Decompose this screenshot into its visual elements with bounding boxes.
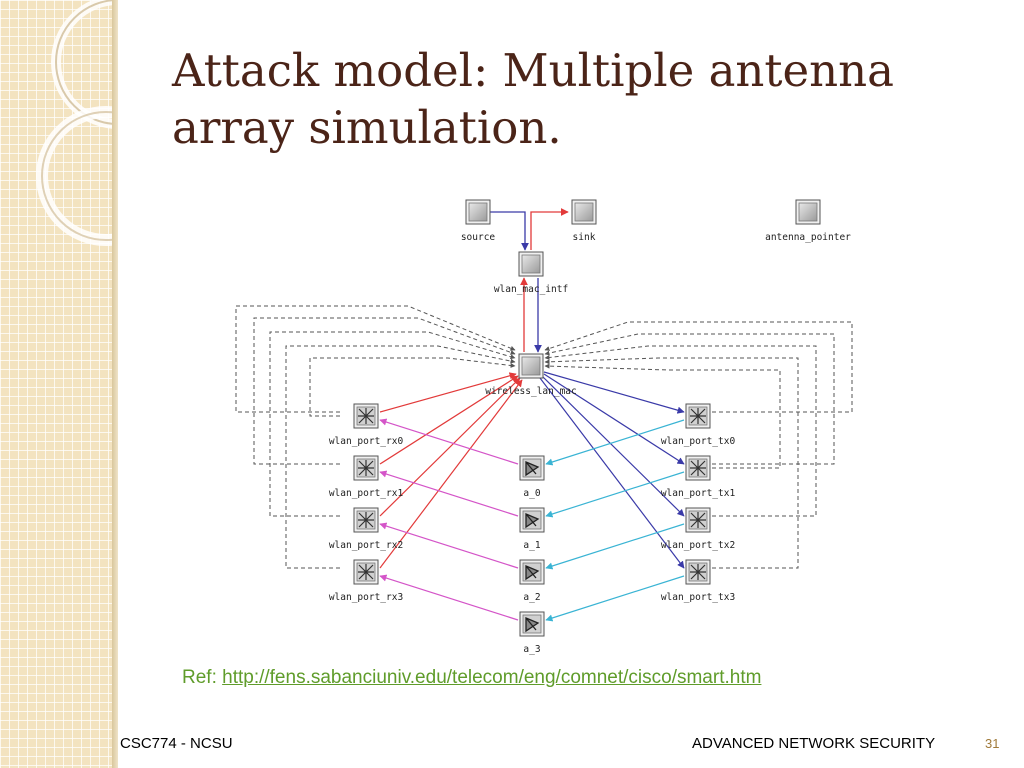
- footer-course: CSC774 - NCSU: [120, 735, 233, 752]
- tx-to-antenna-links: [545, 419, 685, 622]
- node-wlan-port-rx1: wlan_port_rx1: [329, 455, 404, 499]
- svg-text:source: source: [461, 232, 496, 243]
- svg-text:wlan_port_rx3: wlan_port_rx3: [329, 592, 403, 603]
- svg-text:wlan_port_tx1: wlan_port_tx1: [661, 488, 736, 499]
- node-wlan-mac-intf: wlan_mac_intf: [494, 251, 568, 295]
- node-antenna-a2: a_2: [519, 559, 545, 603]
- decorative-sidebar: [0, 0, 112, 768]
- reference-line: Ref: http://fens.sabanciuniv.edu/telecom…: [182, 667, 761, 689]
- slide-title-line-2: array simulation.: [172, 101, 562, 154]
- slide-title: Attack model: Multiple antenna array sim…: [172, 42, 972, 156]
- slide-number: 31: [985, 736, 1000, 751]
- svg-text:wlan_port_rx2: wlan_port_rx2: [329, 540, 403, 551]
- svg-text:wireless_lan_mac: wireless_lan_mac: [485, 386, 577, 397]
- node-wlan-port-tx2: wlan_port_tx2: [661, 507, 735, 551]
- rx-to-mac-links: [379, 372, 523, 569]
- node-antenna-a1: a_1: [519, 507, 545, 551]
- svg-text:antenna_pointer: antenna_pointer: [765, 232, 851, 243]
- stat-wires-left: [235, 305, 516, 569]
- node-wlan-port-rx3: wlan_port_rx3: [329, 559, 403, 603]
- node-antenna-a0: a_0: [519, 455, 545, 499]
- footer-course-title: ADVANCED NETWORK SECURITY: [692, 735, 936, 752]
- node-source: source: [461, 199, 496, 243]
- node-antenna-a3: a_3: [519, 611, 545, 655]
- svg-text:wlan_port_tx0: wlan_port_tx0: [661, 436, 736, 447]
- node-wireless-lan-mac: wireless_lan_mac: [485, 353, 577, 397]
- node-sink: sink: [571, 199, 597, 243]
- svg-text:a_0: a_0: [523, 488, 540, 499]
- svg-text:sink: sink: [573, 232, 596, 243]
- top-links: [490, 208, 569, 353]
- stat-wires-right: [544, 321, 853, 569]
- svg-text:a_2: a_2: [523, 592, 540, 603]
- svg-text:a_1: a_1: [523, 540, 540, 551]
- node-wlan-port-rx0: wlan_port_rx0: [329, 403, 404, 447]
- reference-link[interactable]: http://fens.sabanciuniv.edu/telecom/eng/…: [222, 667, 762, 688]
- node-wlan-port-tx0: wlan_port_tx0: [661, 403, 736, 447]
- decorative-circles: [36, 0, 112, 246]
- node-antenna-pointer: antenna_pointer: [765, 199, 851, 243]
- svg-text:wlan_port_rx1: wlan_port_rx1: [329, 488, 404, 499]
- svg-text:wlan_mac_intf: wlan_mac_intf: [494, 284, 568, 295]
- node-wlan-port-rx2: wlan_port_rx2: [329, 507, 403, 551]
- reference-prefix: Ref:: [182, 667, 223, 688]
- network-model-diagram: source sink antenna_pointer wlan_mac_int…: [235, 199, 853, 655]
- slide-title-line-1: Attack model: Multiple antenna: [172, 44, 894, 97]
- svg-text:wlan_port_tx2: wlan_port_tx2: [661, 540, 735, 551]
- svg-text:wlan_port_tx3: wlan_port_tx3: [661, 592, 735, 603]
- svg-text:a_3: a_3: [523, 644, 540, 655]
- node-wlan-port-tx3: wlan_port_tx3: [661, 559, 735, 603]
- sidebar-edge: [112, 0, 118, 768]
- node-wlan-port-tx1: wlan_port_tx1: [661, 455, 736, 499]
- antenna-to-rx-links: [379, 418, 519, 621]
- svg-text:wlan_port_rx0: wlan_port_rx0: [329, 436, 404, 447]
- mac-to-tx-links: [539, 371, 685, 569]
